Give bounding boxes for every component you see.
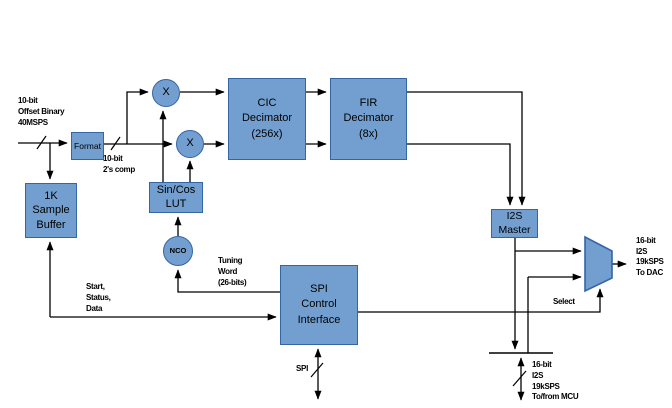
q-multiplier-block: X: [176, 130, 204, 158]
dac-output-label: 16-bit I2S 19kSPS To DAC: [636, 236, 664, 277]
tuning-word-label: Tuning Word (26-bits): [218, 256, 247, 287]
spi-bus-label: SPI: [296, 364, 308, 373]
bus-width-slashes: [36, 135, 527, 387]
format-block: Format: [71, 132, 104, 160]
fir-decimator-block: FIR Decimator (8x): [330, 78, 407, 160]
select-label: Select: [553, 297, 575, 306]
output-mux: [584, 235, 613, 293]
format-output-label: 10-bit 2's comp: [103, 154, 135, 174]
spi-control-block: SPI Control Interface: [280, 265, 358, 345]
signal-wires: [18, 88, 627, 401]
sincos-lut-block: Sin/Cos LUT: [149, 182, 203, 213]
i2s-master-block: I2S Master: [491, 209, 538, 238]
nco-block: NCO: [163, 236, 193, 266]
adc-input-label: 10-bit Offset Binary 40MSPS: [18, 96, 65, 127]
i-multiplier-block: X: [152, 79, 180, 107]
cic-decimator-block: CIC Decimator (256x): [228, 78, 306, 160]
sample-buffer-block: 1K Sample Buffer: [25, 183, 77, 238]
mcu-io-label: 16-bit I2S 19kSPS To/from MCU: [532, 360, 579, 402]
buffer-control-label: Start, Status, Data: [86, 282, 111, 313]
